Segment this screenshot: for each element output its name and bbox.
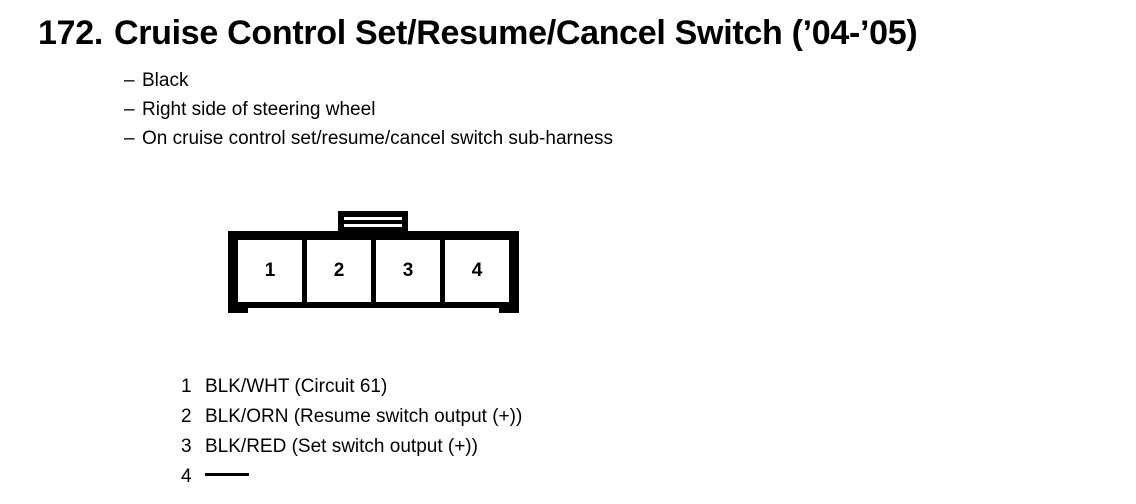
connector-pin-cell-1: 1 [238,240,302,302]
spec-item-location: – Right side of steering wheel [124,95,613,124]
connector-diagram: 1 2 3 4 [228,211,519,313]
connector-pin-label: 1 [264,260,276,281]
spec-dash-icon: – [124,70,135,91]
pin-legend-unused-dash-icon [205,473,249,476]
page-title-text: Cruise Control Set/Resume/Cancel Switch … [113,14,918,52]
pin-legend-number: 3 [181,436,192,457]
connector-locking-tab-icon [338,211,408,233]
connector-tab-slot [344,217,402,220]
connector-pin-cell-3: 3 [371,240,440,302]
spec-item-harness: – On cruise control set/resume/cancel sw… [124,124,613,153]
pin-legend-row: 4 [181,462,522,492]
pin-legend-description: BLK/WHT (Circuit 61) [205,376,388,397]
pin-legend-row: 1 BLK/WHT (Circuit 61) [181,372,522,402]
pin-legend-row: 3 BLK/RED (Set switch output (+)) [181,432,522,462]
pin-legend-number: 2 [181,406,192,427]
spec-item-label: On cruise control set/resume/cancel swit… [142,128,613,149]
spec-item-color: – Black [124,66,613,95]
connector-pin-label: 4 [471,260,483,281]
pin-legend-row: 2 BLK/ORN (Resume switch output (+)) [181,402,522,432]
connector-shell: 1 2 3 4 [228,231,519,313]
connector-pin-label: 3 [402,260,414,281]
spec-list: – Black – Right side of steering wheel –… [124,66,613,153]
spec-item-label: Black [142,70,189,91]
pin-legend: 1 BLK/WHT (Circuit 61) 2 BLK/ORN (Resume… [181,372,522,492]
page-number: 172. [38,14,103,52]
page-title: 172. Cruise Control Set/Resume/Cancel Swi… [38,14,918,52]
pin-legend-number: 4 [181,466,192,487]
spec-item-label: Right side of steering wheel [142,99,376,120]
connector-pin-row: 1 2 3 4 [238,240,509,302]
spec-dash-icon: – [124,128,135,149]
connector-pin-label: 2 [333,260,345,281]
pin-legend-description: BLK/RED (Set switch output (+)) [205,436,478,457]
connector-pin-cell-2: 2 [302,240,371,302]
connector-tab-slot [344,224,402,227]
pin-legend-description: BLK/ORN (Resume switch output (+)) [205,406,523,427]
spec-dash-icon: – [124,99,135,120]
pin-legend-number: 1 [181,376,192,397]
connector-pin-cell-4: 4 [440,240,509,302]
